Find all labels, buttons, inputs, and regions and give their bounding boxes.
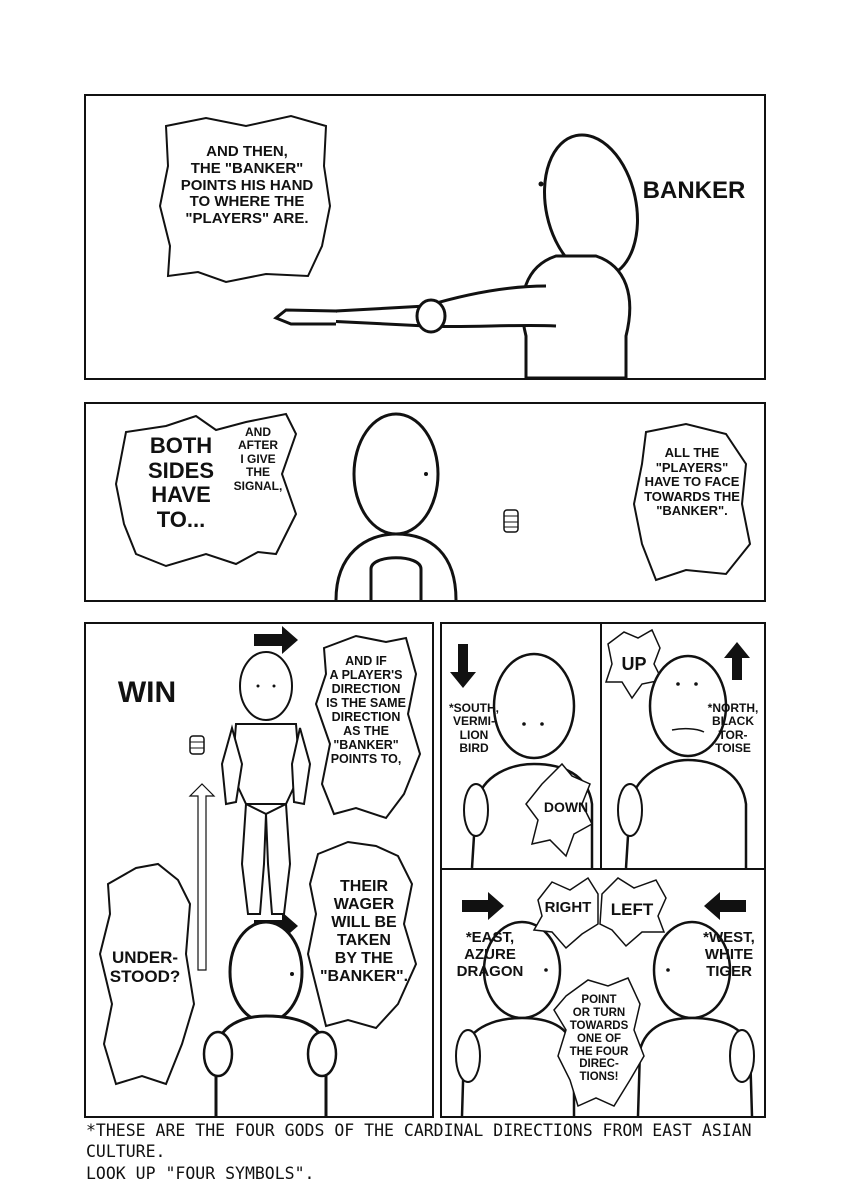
north-label: *NORTH, BLACK TOR- TOISE (707, 701, 759, 756)
signal-text: AND AFTER I GIVE THE SIGNAL, (233, 425, 283, 493)
panel-3-art (98, 626, 422, 1116)
both-sides-text: BOTH SIDES HAVE TO... (147, 433, 215, 532)
panel-5-art (604, 628, 750, 868)
panel-banker-points: AND THEN, THE "BANKER" POINTS HIS HAND T… (84, 94, 766, 380)
panel-6-art (455, 876, 755, 1116)
right-bubble (532, 876, 599, 950)
banker-label: BANKER (642, 177, 746, 204)
panel-2-art (114, 412, 752, 600)
understood-text: UNDER- STOOD? (109, 948, 181, 987)
footnote: *THESE ARE THE FOUR GODS OF THE CARDINAL… (86, 1121, 752, 1183)
arrow-left-icon (704, 892, 746, 920)
wager-bubble (306, 840, 418, 1030)
arrow-right-icon (462, 892, 504, 920)
players-text: ALL THE "PLAYERS" HAVE TO FACE TOWARDS T… (644, 445, 740, 519)
panel-1-art (158, 114, 639, 378)
understood-bubble (98, 862, 196, 1086)
arrow-up-icon (188, 783, 216, 971)
narration-text: AND THEN, THE "BANKER" POINTS HIS HAND T… (180, 143, 314, 228)
arrow-right-icon (254, 626, 298, 654)
panel-win: WIN AND IF A PLAYER'S DIRECTION IS THE S… (84, 622, 434, 1118)
panel-south: *SOUTH, VERMI- LION BIRD DOWN (440, 622, 602, 870)
down-bubble (525, 762, 593, 858)
players-bubble (632, 422, 752, 582)
up-text: UP (621, 654, 647, 674)
east-label: *EAST, AZURE DRAGON (456, 929, 524, 980)
condition-text: AND IF A PLAYER'S DIRECTION IS THE SAME … (326, 654, 406, 766)
panel-east-west: RIGHT LEFT *EAST, AZURE DRAGON *WEST, WH… (440, 868, 766, 1118)
point-bubble (553, 977, 645, 1108)
narration-bubble (158, 114, 332, 284)
coin-stack-icon (189, 735, 205, 755)
player-figure (239, 651, 293, 721)
coin-stack-icon (503, 509, 519, 533)
panel-north: UP *NORTH, BLACK TOR- TOISE (600, 622, 766, 870)
left-text: LEFT (610, 900, 654, 919)
west-label: *WEST, WHITE TIGER (703, 929, 755, 980)
panel-4-art (450, 644, 594, 868)
wager-text: THEIR WAGER WILL BE TAKEN BY THE "BANKER… (319, 878, 409, 985)
win-label: WIN (117, 676, 177, 709)
arrow-up-icon (724, 642, 750, 680)
condition-bubble (314, 634, 422, 820)
down-text: DOWN (543, 799, 589, 815)
point-text: POINT OR TURN TOWARDS ONE OF THE FOUR DI… (569, 994, 629, 1084)
panel-signal: BOTH SIDES HAVE TO... AND AFTER I GIVE T… (84, 402, 766, 602)
right-text: RIGHT (544, 899, 592, 916)
arrow-down-icon (450, 644, 476, 688)
south-label: *SOUTH, VERMI- LION BIRD (448, 701, 499, 756)
left-bubble (599, 877, 667, 948)
player-figure (228, 920, 304, 1024)
both-sides-bubble (114, 412, 298, 568)
